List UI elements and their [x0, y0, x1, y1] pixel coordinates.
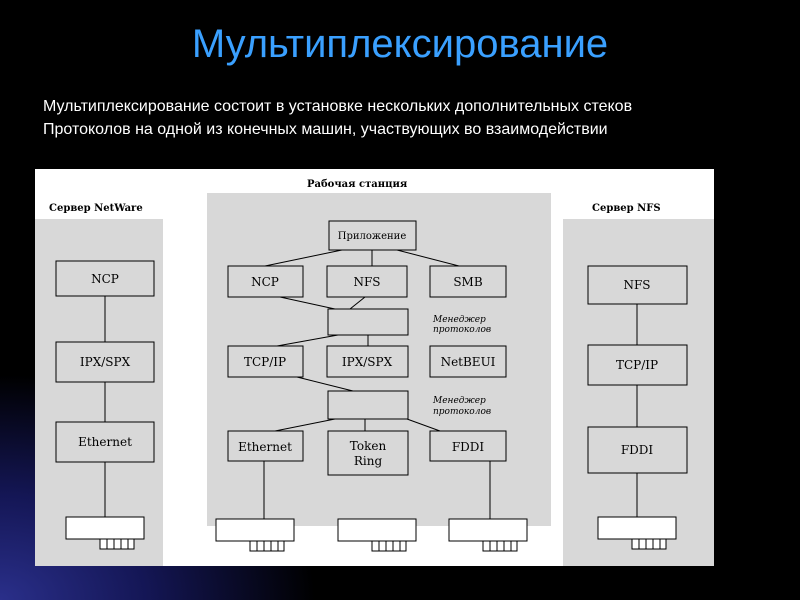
workstation-smb-box [429, 265, 507, 298]
netware-ethernet-label: Ethernet [78, 435, 132, 449]
multiplexing-diagram: Сервер NetWare Рабочая станция Сервер NF… [35, 169, 714, 566]
workstation-ncp-label: NCP [251, 275, 279, 289]
workstation-adapter-icon [448, 518, 528, 552]
description-line-1: Мультиплексирование состоит в установке … [43, 98, 633, 115]
protocol-manager-label-2b: протоколов [433, 407, 491, 417]
workstation-tcpip-label: TCP/IP [244, 355, 286, 369]
nfs-server-nfs-box [587, 265, 688, 305]
workstation-adapter-icon [215, 518, 295, 552]
workstation-ethernet-label: Ethernet [238, 440, 292, 454]
netware-ncp-box [55, 260, 155, 297]
nfs-server-fddi-label: FDDI [621, 443, 654, 457]
link-line [296, 376, 354, 392]
workstation-token-ring-box [327, 430, 409, 476]
protocol-manager-box-2 [327, 390, 409, 420]
workstation-ncp-box [227, 265, 304, 298]
application-box [328, 220, 417, 251]
nfs-adapter-icon [597, 516, 677, 550]
netware-ipxspx-label: IPX/SPX [80, 355, 131, 369]
nfs-server-fddi-box [587, 426, 688, 474]
application-label: Приложение [338, 231, 407, 242]
link-line [396, 249, 460, 267]
workstation-ipxspx-box [326, 345, 409, 378]
netware-ethernet-box [55, 421, 155, 463]
protocol-manager-label-1b: протоколов [433, 325, 491, 335]
link-line [276, 334, 339, 347]
nfs-server-nfs-label: NFS [623, 278, 650, 292]
slide-description: Мультиплексирование состоит в установке … [43, 95, 793, 141]
protocol-manager-box-1 [327, 308, 409, 336]
workstation-fddi-label: FDDI [452, 440, 485, 454]
protocol-manager-label-2a: Менеджер [432, 396, 486, 406]
link-line [349, 296, 366, 310]
workstation-smb-label: SMB [453, 275, 483, 289]
workstation-nfs-label: NFS [353, 275, 380, 289]
link-line [264, 249, 343, 267]
workstation-ethernet-box [227, 430, 304, 462]
protocol-manager-label-1a: Менеджер [432, 315, 486, 325]
link-line [406, 418, 441, 432]
netware-ncp-label: NCP [91, 272, 119, 286]
workstation-tcpip-box [227, 345, 304, 378]
nfs-server-title: Сервер NFS [592, 203, 661, 214]
workstation-ring-label: Ring [354, 454, 383, 468]
workstation-adapter-icon [337, 518, 417, 552]
netware-adapter-icon [65, 516, 145, 550]
link-line [274, 418, 336, 432]
nfs-server-tcpip-box [587, 344, 688, 386]
workstation-fddi-box [429, 430, 507, 462]
workstation-netbeui-label: NetBEUI [441, 355, 496, 369]
netware-server-title: Сервер NetWare [49, 203, 143, 214]
workstation-netbeui-box [429, 345, 507, 378]
workstation-nfs-box [326, 265, 408, 298]
workstation-ipxspx-label: IPX/SPX [342, 355, 393, 369]
netware-ipxspx-box [55, 341, 155, 383]
workstation-title: Рабочая станция [307, 179, 408, 190]
description-line-2: Протоколов на одной из конечных машин, у… [43, 121, 608, 138]
nfs-server-tcpip-label: TCP/IP [616, 358, 658, 372]
workstation-token-label: Token [350, 439, 387, 453]
slide-title: Мультиплексирование [191, 22, 609, 66]
link-line [279, 296, 336, 310]
